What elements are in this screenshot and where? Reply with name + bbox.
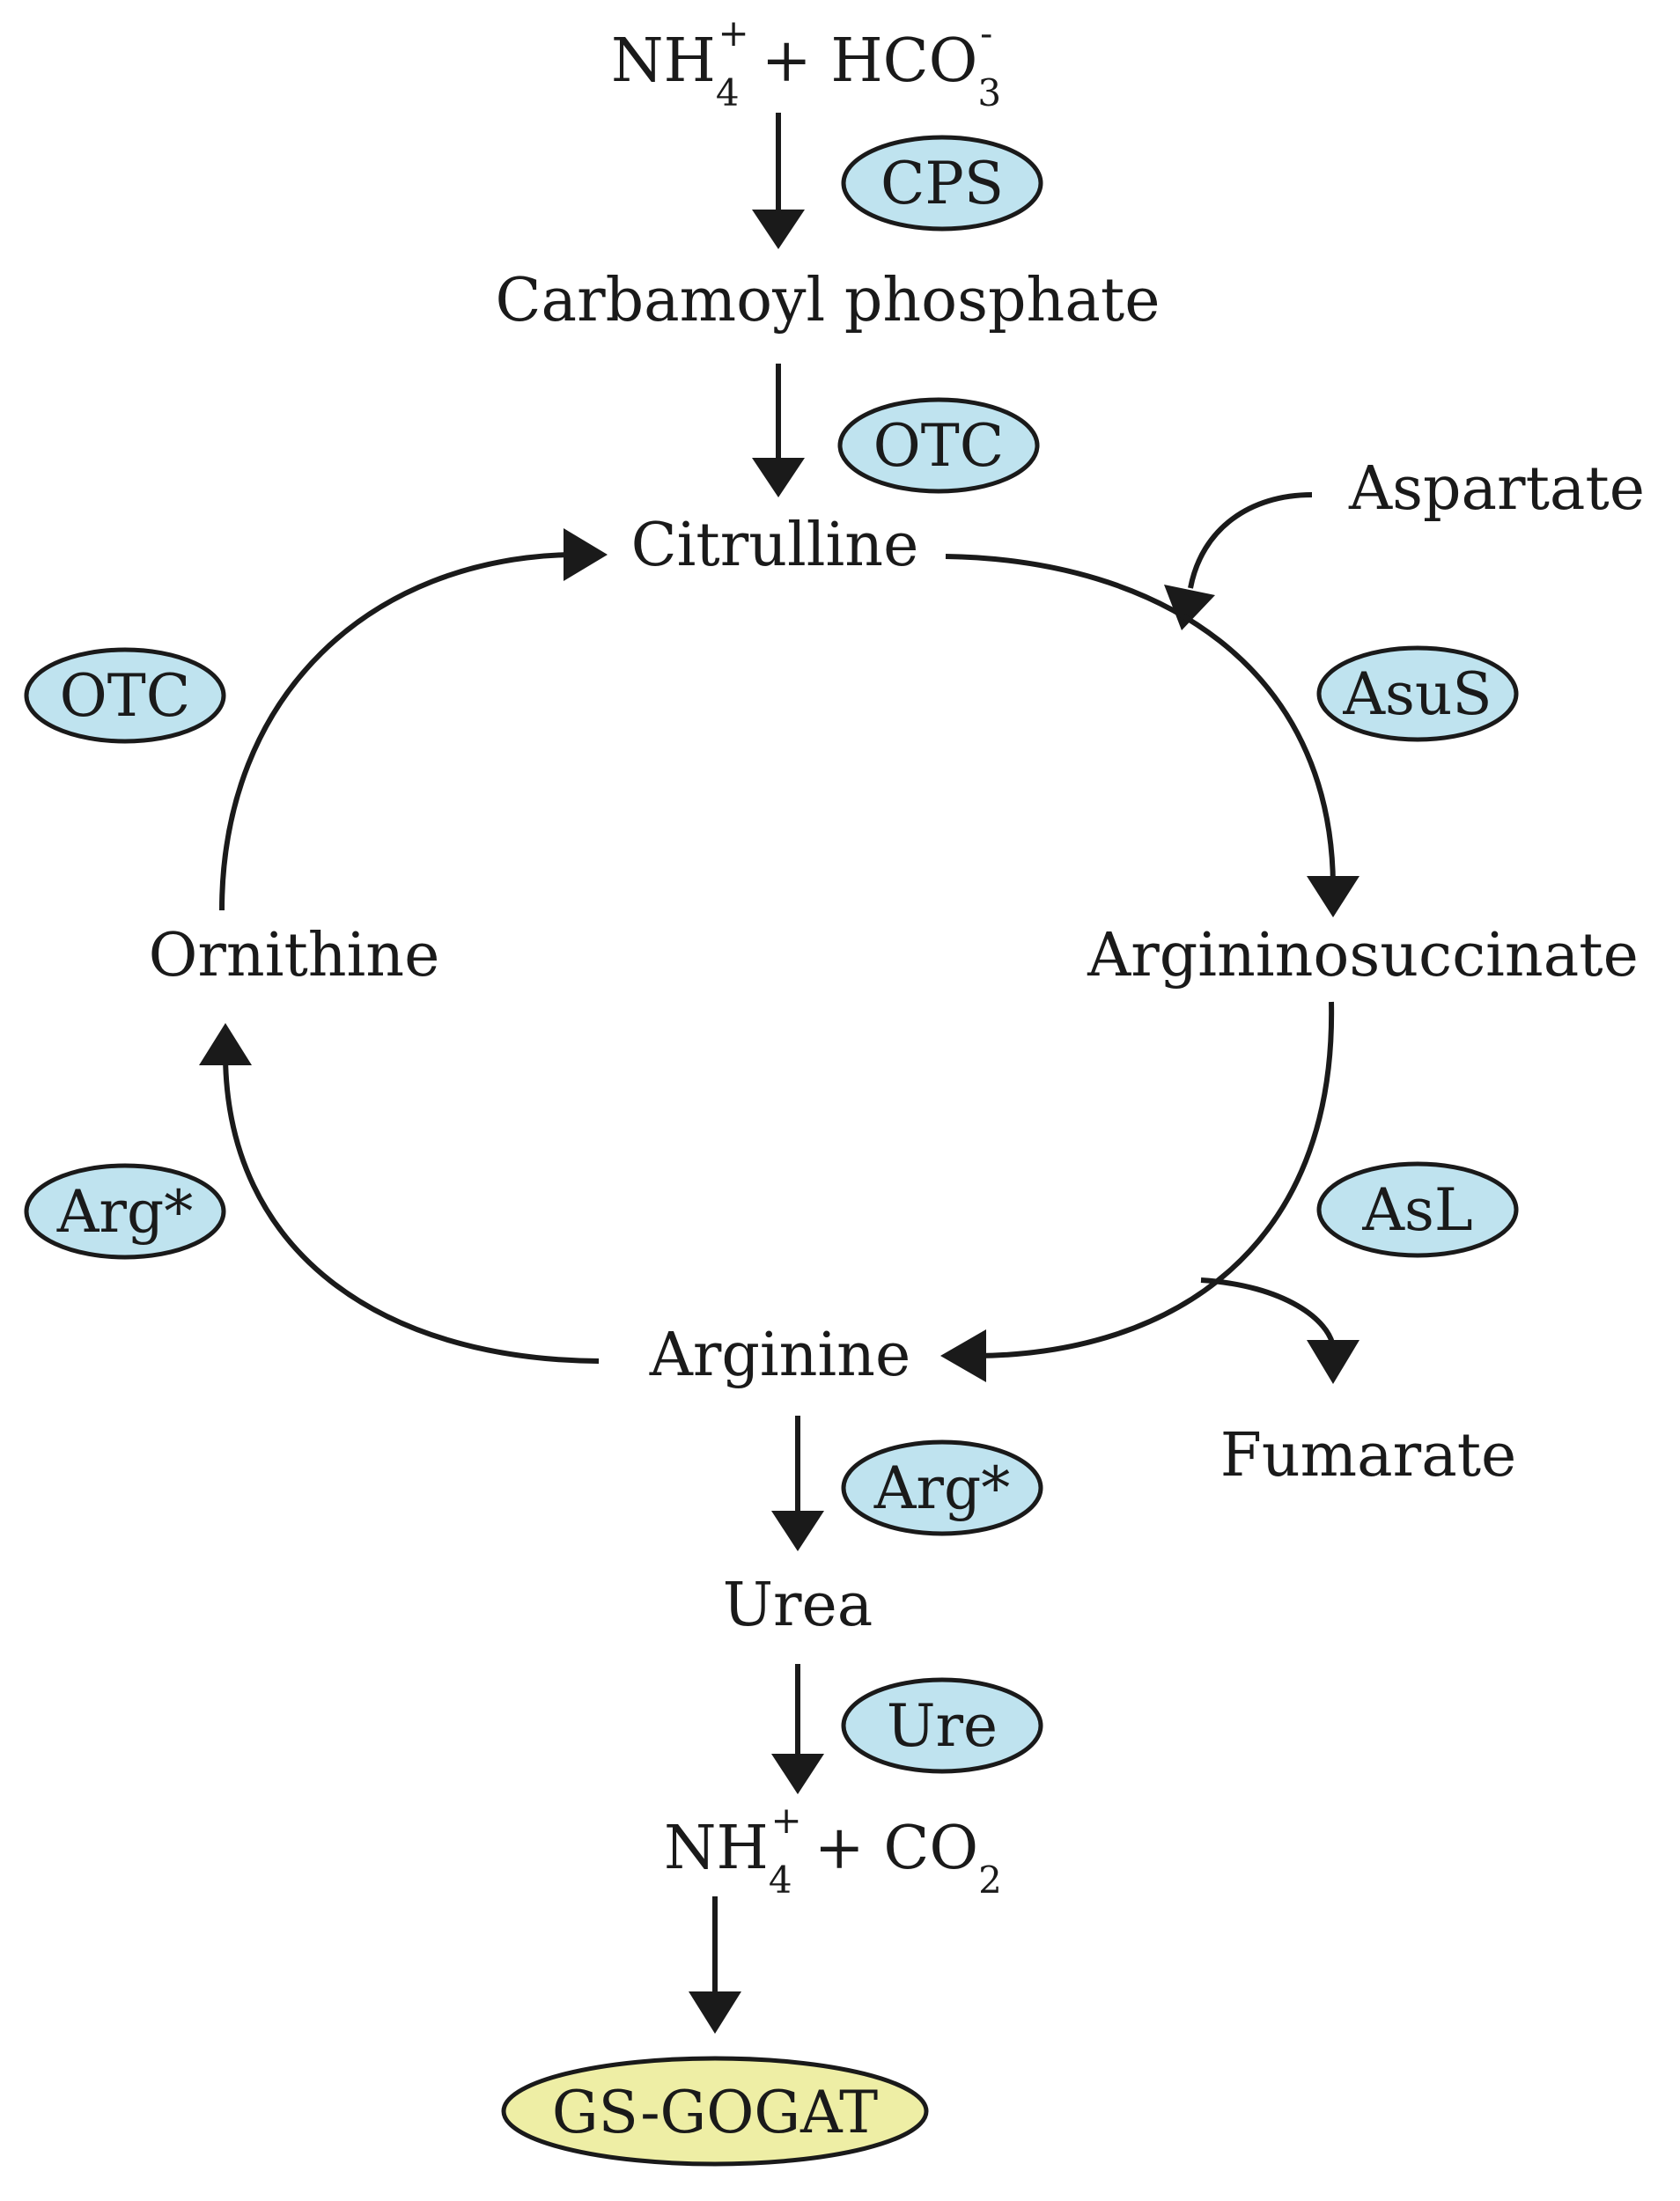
arrow-aspartate-into-cycle [1164,492,1313,630]
enzyme-gs-gogat: GS-GOGAT [501,2056,929,2167]
enzyme-asus-label: AsuS [1342,660,1492,728]
product-compounds: NH4++ CO2 [664,1799,1002,1902]
arrow-ornithine-to-citrulline [219,528,608,911]
enzyme-otc-cycle-label: OTC [60,662,191,730]
compound-fumarate: Fumarate [1220,1421,1517,1491]
enzyme-arg-cycle-label: Arg* [56,1178,193,1246]
arrow-fumarate-release [1200,1277,1359,1384]
arrow-argininosuccinate-to-arginine [940,1001,1335,1382]
input-compounds: NH4++ HCO3- [611,11,1001,114]
arrow-products-to-gs-gogat [689,1896,741,2034]
enzyme-arg-linear-label: Arg* [873,1454,1010,1522]
compound-arginine: Arginine [649,1321,910,1390]
arrow-arginine-to-ornithine [199,1023,600,1364]
arrow-urea-to-products [771,1664,824,1794]
compound-urea: Urea [723,1571,873,1640]
enzyme-gs-gogat-label: GS-GOGAT [552,2079,878,2146]
enzyme-otc-cycle: OTC [24,647,226,744]
enzyme-otc-linear-label: OTC [873,412,1005,480]
compound-citrulline: Citrulline [631,511,919,580]
enzyme-ure-label: Ure [887,1692,998,1760]
enzyme-arg-cycle: Arg* [24,1163,226,1260]
arrow-arginine-to-urea [771,1416,824,1551]
enzyme-arg-linear: Arg* [841,1439,1043,1536]
arrow-citrulline-to-argininosuccinate [945,554,1359,917]
enzyme-asus: AsuS [1316,645,1519,742]
enzyme-asl-label: AsL [1361,1176,1472,1244]
enzyme-otc-linear: OTC [837,397,1040,494]
compound-argininosuccinate: Argininosuccinate [1087,921,1639,990]
enzyme-cps-label: CPS [881,150,1004,217]
enzyme-cps: CPS [841,135,1043,232]
compound-carbamoyl-phosphate: Carbamoyl phosphate [496,266,1161,335]
enzyme-asl: AsL [1316,1161,1519,1258]
compound-ornithine: Ornithine [149,921,440,990]
arrow-carbamoyl-to-citrulline [752,364,805,497]
arrow-inputs-to-carbamoyl [752,113,805,249]
enzyme-ure: Ure [841,1677,1043,1774]
compound-aspartate: Aspartate [1348,454,1645,524]
